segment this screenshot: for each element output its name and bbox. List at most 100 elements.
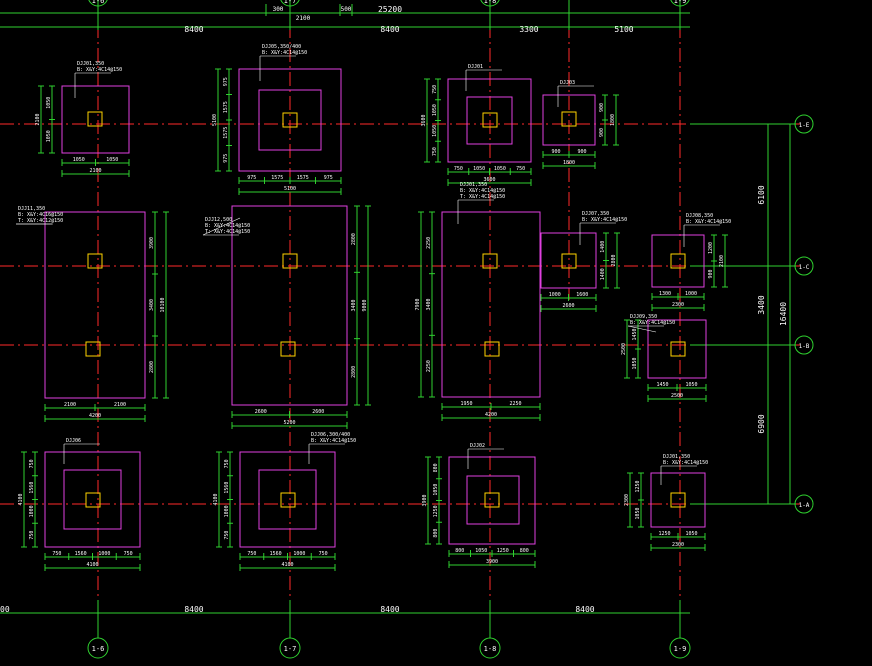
footing-dim-width: 750 (52, 551, 61, 557)
footing-dim-width: 1300 (659, 291, 671, 297)
footing-dim-height: 3900 (149, 237, 155, 249)
foundation-outline (238, 68, 342, 172)
footing-dim-height: 750 (432, 147, 438, 156)
footing-dim-height-total: 7900 (415, 298, 421, 310)
footing-dim-height: 1560 (224, 482, 230, 494)
grid-bubble-label: 1-6 (92, 0, 105, 5)
foundation-outline (239, 451, 336, 548)
footing-dim-height: 800 (433, 529, 439, 538)
footing-dim-width-total: 5200 (283, 420, 295, 426)
grid-bubble-bottom-1-7: 1-7 (279, 620, 301, 659)
foundation-step (63, 469, 122, 530)
top-dimension-text: 25200 8400 8400 3300 5100 2100 500 300 (184, 5, 633, 34)
grid-bubble-right-1-E: 1-E (794, 114, 814, 134)
grid-bubble-label: 1-E (799, 122, 810, 129)
footing-dim-width: 900 (551, 149, 560, 155)
footing-dim-height: 1050 (432, 104, 438, 116)
footing-dim-height: 2250 (426, 237, 432, 249)
dim-top-sub-3: 500 (341, 6, 352, 13)
foundation-outline (61, 85, 130, 154)
column (280, 341, 296, 357)
footing-dim-height: 1050 (635, 507, 641, 519)
footing-dim-width: 2600 (255, 409, 267, 415)
footing-dim-height: 1000 (224, 505, 230, 517)
footing-dim-height-total: 2300 (624, 494, 630, 506)
foundation-outline (540, 232, 597, 289)
footing-dim-width-total: 2300 (672, 542, 684, 548)
footing-dim-width-total: 4100 (86, 562, 98, 568)
dim-bottom-span-3: 8400 (575, 605, 594, 614)
footing-dim-width: 1250 (658, 531, 670, 537)
foundation-outline (650, 472, 706, 528)
dim-right-s3: 6900 (757, 414, 766, 433)
footing-dim-height: 1000 (29, 505, 35, 517)
footing-dim-height: 1050 (432, 125, 438, 137)
footing-dim-height: 750 (29, 459, 35, 468)
footing-dim-width-total: 4200 (89, 413, 101, 419)
dim-top-span-4: 5100 (614, 25, 633, 34)
grid-bubble-top-1-8: 1-8 (480, 0, 500, 7)
footing-dim-width: 1050 (106, 157, 118, 163)
column (670, 341, 686, 357)
grid-dimension-lines (0, 0, 796, 636)
foundation-step (258, 89, 322, 151)
footing-dim-height: 1575 (223, 101, 229, 113)
grid-bubble-label: 1-7 (284, 0, 297, 5)
footing-dim-height: 1050 (46, 130, 52, 142)
dim-top-sub-2: 300 (273, 6, 284, 13)
grid-bubble-label: 1-B (799, 343, 810, 350)
grid-bubble-right-1-B: 1-B (794, 335, 814, 355)
footing-dim-height-total: 2800 (611, 254, 617, 266)
footing-dim-width-total: 2100 (89, 168, 101, 174)
grid-bubble-right-1-A: 1-A (794, 494, 814, 514)
footing-dim-width: 1000 (685, 291, 697, 297)
footing-dim-width: 1600 (576, 292, 588, 298)
footing-dim-width: 750 (247, 551, 256, 557)
footing-dim-height: 1250 (433, 505, 439, 517)
grid-bubble-label: 1-8 (484, 645, 497, 653)
footing-dim-height: 750 (224, 459, 230, 468)
foundation-label: DJJ01 (468, 64, 483, 70)
footing-dim-height: 2800 (351, 233, 357, 245)
footing-dim-height: 1400 (600, 268, 606, 280)
column (282, 253, 298, 269)
foundation-outline (647, 319, 707, 379)
column (85, 492, 101, 508)
foundation-outline (448, 456, 536, 545)
footing-dim-width: 1050 (73, 157, 85, 163)
foundation-outline (651, 234, 705, 288)
footing-dim-height: 1050 (433, 484, 439, 496)
footing-dim-width-total: 4200 (485, 412, 497, 418)
dim-top-span-3: 3300 (519, 25, 538, 34)
dim-top-span-1: 8400 (184, 25, 203, 34)
grid-bubble-top-1-9: 1-9 (670, 0, 690, 7)
column (484, 341, 500, 357)
column (85, 341, 101, 357)
footing-dim-height: 1450 (632, 328, 638, 340)
column (87, 111, 103, 127)
footing-dim-height-total: 5100 (212, 114, 218, 126)
footing-dim-width: 1050 (473, 166, 485, 172)
footing-dim-width-total: 3900 (486, 559, 498, 565)
footing-dim-height: 1050 (46, 97, 52, 109)
footing-dim-width: 1000 (293, 551, 305, 557)
footing-dim-width-total: 2600 (562, 303, 574, 309)
grid-bubble-bottom-1-6: 1-6 (87, 620, 109, 659)
footing-dim-height: 1575 (223, 127, 229, 139)
bottom-dimension-text: 8400 8400 8400 00 (0, 605, 595, 614)
footing-dim-width: 750 (124, 551, 133, 557)
footing-dim-height-total: 4100 (18, 493, 24, 505)
foundation-outline (44, 451, 141, 548)
footing-dim-width: 1000 (549, 292, 561, 298)
grid-bubble-bottom-1-9: 1-9 (669, 620, 691, 659)
footing-dim-height: 900 (599, 128, 605, 137)
